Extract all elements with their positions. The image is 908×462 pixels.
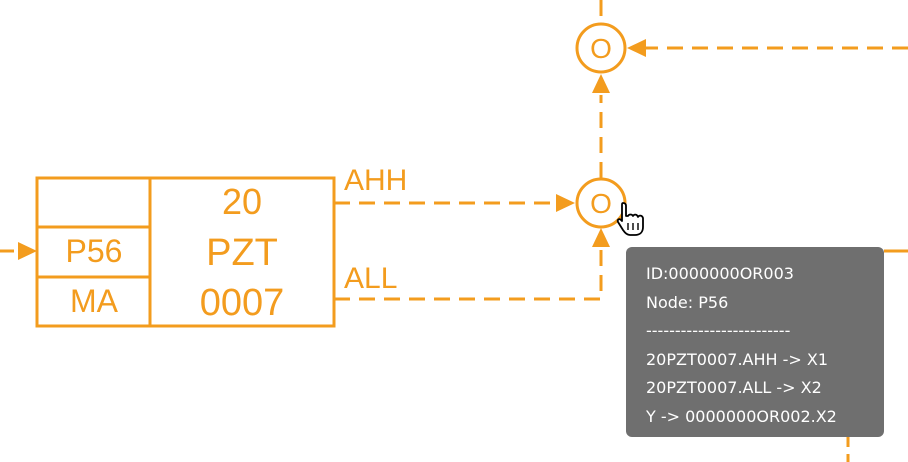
tooltip-id: ID:0000000OR003 [646,264,794,283]
tooltip-input-x1: 20PZT0007.AHH -> X1 [646,349,829,369]
tooltip-input-x2: 20PZT0007.ALL -> X2 [646,378,822,397]
or-gate-tooltip: ID:0000000OR003 Node: P56 --------------… [626,247,884,437]
hand-pointer-icon [616,202,644,236]
feedback-arrow-icon [627,39,646,57]
all-arrow-icon [592,228,610,247]
node-label: P56 [66,233,123,269]
output-low-label: ALL [344,262,397,295]
or-gate-upper-symbol: O [590,33,612,64]
input-arrow-icon [18,242,37,260]
tag-number: 20 [222,181,262,222]
or-gate-upper[interactable] [575,22,627,74]
or-gate-lower-symbol: O [590,188,612,219]
all-signal-line [334,246,603,301]
tag-type: PZT [206,232,278,274]
output-high-label: AHH [344,164,407,197]
ahh-arrow-icon [556,194,575,212]
mode-label: MA [70,283,119,319]
tooltip-node: Node: P56 [646,292,729,312]
tooltip-output-y: Y -> 0000000OR002.X2 [646,406,837,426]
tooltip-separator: ------------------------- [646,321,791,340]
tag-loop: 0007 [200,282,285,324]
function-block[interactable] [35,176,336,328]
link-arrow-icon [592,74,610,93]
